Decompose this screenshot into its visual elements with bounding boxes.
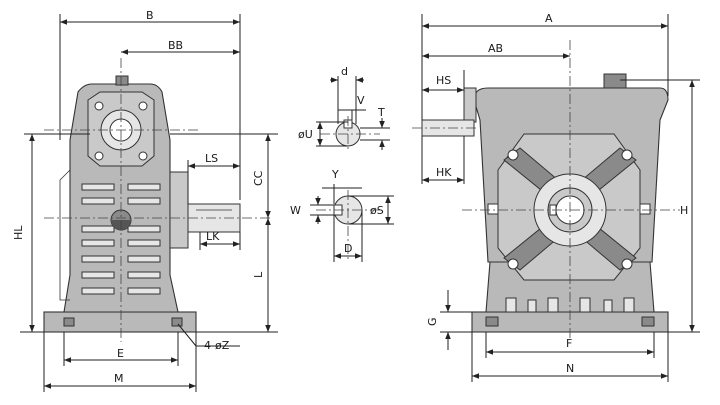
side-cover-bolt (94, 101, 104, 111)
shaft-detail-lower: Y W øS D (290, 168, 394, 262)
front-cover-bolt (507, 149, 519, 161)
dim-label-v: V (357, 94, 365, 107)
side-dimensions: B BB HL LS CC LK L E M (12, 9, 278, 392)
side-oil-plug (115, 75, 129, 86)
front-cover-bolt (621, 258, 633, 270)
shaft-detail-upper: d V øU T (298, 65, 390, 152)
side-ribs (81, 183, 161, 295)
side-cover-bolt (138, 101, 148, 111)
front-view (412, 40, 680, 340)
front-side-lug-right (639, 203, 651, 215)
front-side-lug-left (487, 203, 499, 215)
dim-label-b: B (146, 9, 154, 22)
dim-label-s: øS (370, 204, 384, 217)
dim-label-a: A (545, 12, 553, 25)
dim-label-z: 4-øZ (204, 339, 230, 352)
dim-label-ls: LS (205, 152, 218, 165)
dim-label-g: G (426, 317, 439, 326)
front-feet-ribs (505, 297, 635, 313)
side-bolt-slot-left (63, 317, 75, 327)
dim-label-hs: HS (436, 74, 451, 87)
side-input-flange (169, 171, 189, 249)
side-cover-bolt (138, 151, 148, 161)
front-input-flange (463, 87, 477, 123)
front-breather (603, 73, 627, 89)
dim-label-ab: AB (488, 42, 503, 55)
front-cover-bolt (507, 258, 519, 270)
dim-label-y: Y (331, 168, 339, 181)
front-bolt-slot-right (641, 316, 655, 327)
dim-label-d-lower: D (344, 242, 352, 255)
front-bolt-slot-left (485, 316, 499, 327)
dim-label-m: M (114, 372, 124, 385)
dim-label-u: øU (298, 128, 313, 141)
dim-label-e: E (117, 347, 124, 360)
dim-label-h: H (680, 204, 688, 217)
front-dimensions: A AB HS HK H G F N (421, 12, 700, 382)
dim-label-t: T (377, 106, 385, 119)
side-left-flange (59, 169, 71, 301)
dim-label-n: N (566, 362, 574, 375)
dim-label-w: W (290, 204, 301, 217)
side-bolt-slot-right (171, 317, 183, 327)
dim-label-d: d (341, 65, 348, 78)
dim-label-hl: HL (12, 225, 25, 240)
dim-label-bb: BB (168, 39, 183, 52)
dim-label-lk: LK (206, 230, 220, 243)
side-cover-bolt (94, 151, 104, 161)
dim-label-cc: CC (252, 170, 265, 186)
side-view (43, 58, 270, 342)
front-cover-bolt (621, 149, 633, 161)
dim-label-f: F (566, 337, 572, 350)
dim-label-hk: HK (436, 166, 452, 179)
dim-label-l: L (252, 271, 265, 278)
